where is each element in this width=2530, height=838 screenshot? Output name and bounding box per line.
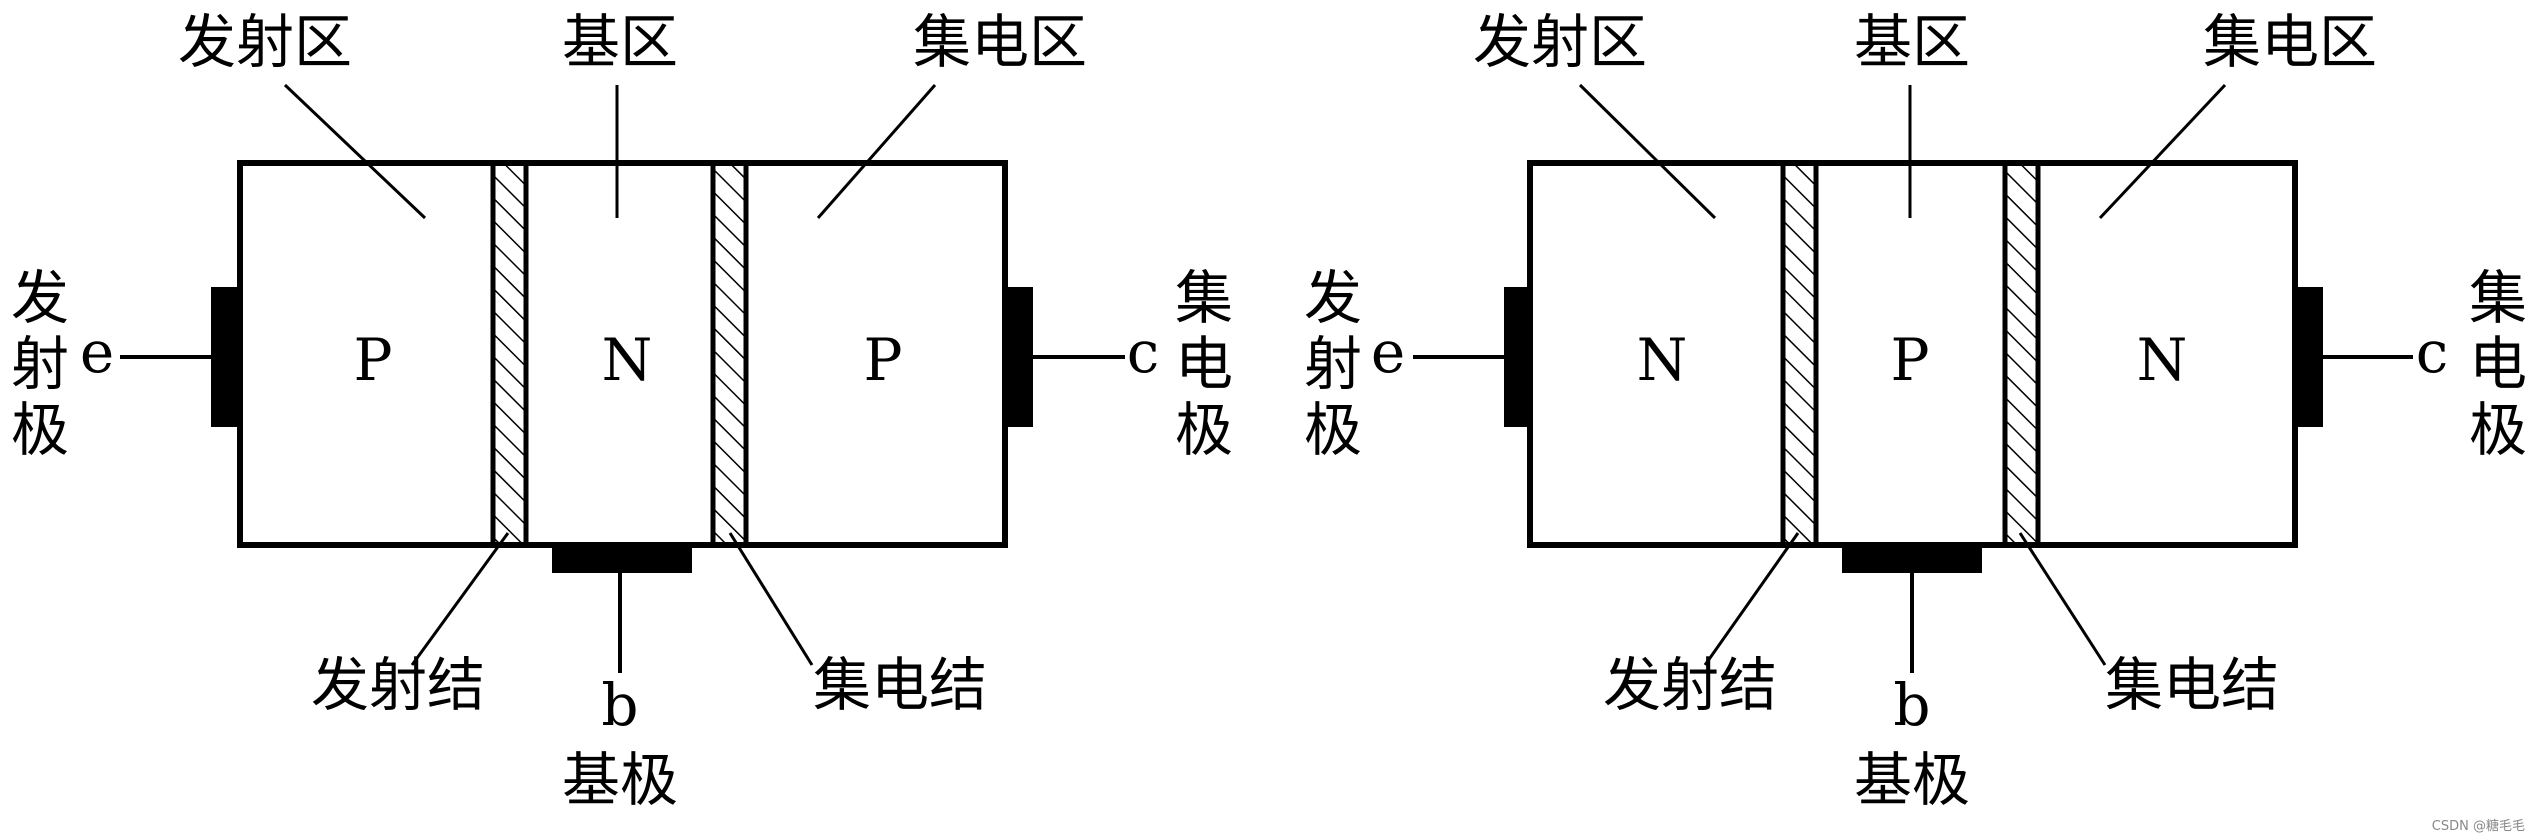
- emitter-contact: [1504, 287, 1530, 427]
- base-region-label: 基区: [1854, 8, 1970, 76]
- npn-diagram: 发射区 基区 集电区 N P N 发 射 极 e c 集 电 极 发射结 b 基…: [1304, 8, 2527, 814]
- emitter-junction-pointer: [410, 532, 510, 666]
- base-type-label: N: [602, 326, 653, 394]
- collector-label-char: 集: [2469, 264, 2527, 332]
- emitter-region-pointer: [283, 83, 427, 220]
- collector-junction-label: 集电结: [813, 651, 987, 719]
- emitter-region-label: 发射区: [178, 8, 352, 76]
- collector-terminal-label: c: [2416, 318, 2448, 386]
- collector-label-char: 极: [2469, 396, 2527, 464]
- emitter-label-char: 发: [11, 264, 69, 332]
- collector-region-pointer: [2098, 83, 2227, 220]
- emitter-label-char: 射: [11, 330, 69, 398]
- base-electrode-label: 基极: [562, 746, 678, 814]
- emitter-label-char: 极: [11, 396, 69, 464]
- emitter-type-label: P: [353, 326, 392, 394]
- collector-region-label: 集电区: [2203, 8, 2377, 76]
- base-electrode-label: 基极: [1854, 746, 1970, 814]
- pnp-diagram: 发射区 基区 集电区 P N P 发 射 极 e c 集 电 极 发射结 b 基…: [11, 8, 1233, 814]
- collector-junction-band: [2002, 160, 2041, 548]
- emitter-type-label: N: [1637, 326, 1688, 394]
- emitter-region-pointer: [1578, 83, 1717, 220]
- base-type-label: P: [1890, 326, 1929, 394]
- emitter-contact: [211, 287, 240, 427]
- emitter-label-char: 发: [1304, 264, 1362, 332]
- emitter-junction-band: [1780, 160, 1819, 548]
- collector-junction-label: 集电结: [2105, 651, 2279, 719]
- emitter-junction-label: 发射结: [1603, 651, 1777, 719]
- collector-region-pointer: [816, 84, 937, 219]
- emitter-junction-pointer: [1703, 532, 1800, 666]
- emitter-junction-label: 发射结: [311, 651, 485, 719]
- emitter-label-char: 射: [1304, 330, 1362, 398]
- collector-region-label: 集电区: [913, 8, 1087, 76]
- collector-terminal-label: c: [1127, 318, 1159, 386]
- collector-label-char: 电: [2469, 330, 2527, 398]
- base-terminal-label: b: [1893, 671, 1930, 739]
- collector-type-label: P: [863, 326, 902, 394]
- collector-contact: [1005, 287, 1033, 427]
- emitter-terminal-label: e: [80, 318, 114, 386]
- base-contact: [1842, 545, 1982, 573]
- collector-junction-pointer: [728, 532, 814, 666]
- collector-junction-pointer: [2018, 532, 2107, 666]
- watermark: CSDN @糖毛毛: [2432, 818, 2525, 834]
- emitter-terminal-label: e: [1371, 318, 1405, 386]
- base-terminal-label: b: [601, 671, 638, 739]
- collector-type-label: N: [2137, 326, 2188, 394]
- collector-label-char: 电: [1175, 330, 1233, 398]
- emitter-region-label: 发射区: [1473, 8, 1647, 76]
- collector-label-char: 极: [1175, 396, 1233, 464]
- base-contact: [552, 545, 692, 573]
- collector-contact: [2295, 287, 2323, 427]
- base-region-label: 基区: [562, 8, 678, 76]
- emitter-label-char: 极: [1304, 396, 1362, 464]
- emitter-junction-band: [490, 160, 529, 548]
- collector-label-char: 集: [1175, 264, 1233, 332]
- collector-junction-band: [710, 160, 749, 548]
